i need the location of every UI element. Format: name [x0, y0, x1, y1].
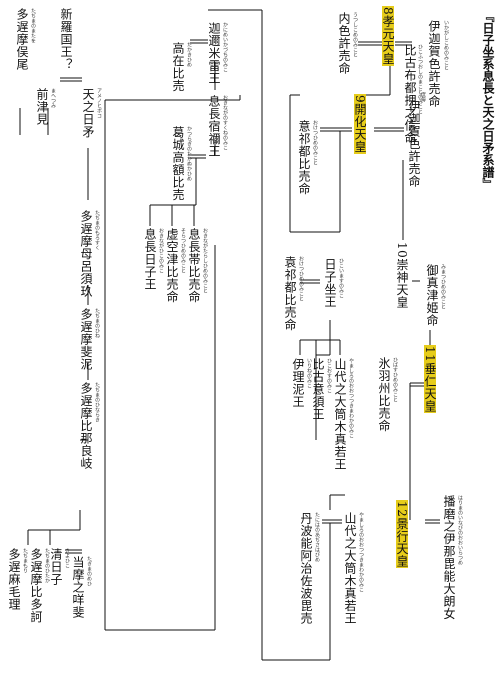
person-okeitsu: 意祁都比売命	[297, 120, 311, 195]
person-hikoimasu: 日子坐王	[323, 258, 337, 308]
ruby-hikotatasu: ひこおすのみこ	[326, 358, 332, 393]
person-takaki: 高在比売	[171, 42, 185, 92]
person-amenohiboko: 天之日矛	[81, 88, 95, 138]
person-kiyohiko: 清日子	[49, 548, 63, 586]
person-hikotatasu: 比古意須王	[311, 358, 325, 421]
person-tajimamamori: 多遅麻毛理	[7, 548, 21, 611]
person-hihasu: 氷羽州比売命	[377, 357, 391, 432]
person-okinagahiko: 息長日子王	[143, 228, 157, 291]
ruby-okinagahiko: おきながひこのみこ	[158, 228, 164, 273]
person-tajimamatano: 多遅摩俣尾	[15, 8, 29, 71]
ruby-kikai: おけつひめのみこと	[298, 256, 304, 301]
person-ikagashikome2: 伊迦賀色許売命	[407, 100, 421, 188]
person-iriyo: 伊理泥王	[291, 358, 305, 408]
ruby-tanba: たにはのあぢさはびめ	[314, 512, 320, 562]
person-hikofutsu: 比古布都押之信命	[403, 44, 417, 144]
ruby-hikofutsu: ひこふつおしのまことのみこと	[417, 44, 423, 114]
ruby-okinagatarashi: おきながたらしひめのみこと	[202, 228, 208, 293]
prefix-shobo: 庶母	[420, 92, 426, 102]
person-tagimahigou: 当摩之咩斐	[71, 556, 85, 619]
person-shiragi: 新羅国王？	[59, 8, 73, 71]
person-yamashiro1: 山代之大筒木真若王	[333, 358, 347, 471]
person-harima: 播磨之伊那毘能大朗女	[442, 495, 456, 620]
ruby-ikagashikome: いかがしこめのみこと	[443, 20, 449, 70]
person-yamashiro2: 山代之大筒木真若王	[343, 512, 357, 625]
emperor-keiko: 12景行天皇	[395, 500, 409, 569]
ruby-okeitsu: おけつひめのみこと	[312, 120, 318, 165]
person-okinagatarashi: 息長帯比売命	[187, 228, 201, 303]
ruby-harima: はりまのいなびのおおいらつめ	[457, 495, 463, 565]
ruby-utsushikome: うつしこめのみこと	[352, 12, 358, 57]
person-kikai: 袁祁都比売命	[283, 256, 297, 331]
person-tajimahinaraki: 多遅摩比那良岐	[79, 382, 93, 470]
person-tanba: 丹波能阿治佐波毘売	[299, 512, 313, 625]
person-tajimahitaka: 多遅摩比多訶	[29, 548, 43, 623]
emperor-sujin: 10崇神天皇	[395, 242, 409, 309]
person-tajimamorosuku: 多遅摩母呂須玖	[79, 210, 93, 298]
emperor-suinin: 11垂仁天皇	[423, 345, 437, 414]
ruby-hihasu: ひばすひめのみこと	[392, 357, 398, 402]
person-katsuragi: 葛城高額比売	[171, 126, 185, 201]
ruby-iriyo: いりねのみこ	[306, 358, 312, 388]
ruby-takaki: たかきひめ	[186, 42, 192, 67]
person-mimatsu: 御真津姫命	[425, 264, 439, 327]
person-sorautsu: 虚空津比売命	[165, 228, 179, 303]
person-ikagashikome: 伊迦賀色許売命	[427, 20, 441, 108]
person-utsushikome: 内色許売命	[337, 12, 351, 75]
ruby-mimatsu: みまつひめのみこと	[440, 264, 446, 309]
page-title: 『日子坐系息長と天之日矛系譜』	[481, 10, 495, 190]
ruby-amenohiboko: アメノヒボコ	[96, 88, 102, 118]
ruby-yamashiro2: やましろのおおつつきまわかのみこ	[358, 512, 364, 592]
person-maetsumi: 前津見	[35, 88, 49, 126]
person-okinagasukune: 息長宿禰王	[207, 95, 221, 158]
ruby-tajimamorosuku: たぢまのもろすく	[94, 210, 100, 250]
ruby-tajimamatano: たぢまのまたを	[30, 8, 36, 43]
ruby-sorautsu: そらつひめのみこと	[180, 228, 186, 273]
ruby-kiyohiko: きよひこ	[64, 548, 70, 568]
ruby-okinagasukune: おきながのすくねのみこ	[222, 95, 228, 150]
ruby-tajimahine: たぢまのひね	[94, 308, 100, 338]
person-tajimahine: 多遅摩斐泥	[79, 308, 93, 371]
ruby-hikoimasu: ひこいますのみこ	[338, 258, 344, 298]
ruby-yamashiro1: やましろのおおつつきまわかのみこ	[348, 358, 354, 438]
ruby-kanimetorai: かにめいかづちのみこ	[222, 22, 228, 72]
ruby-tagimahigou: たぎまのめひ	[86, 556, 92, 586]
emperor-kaika: 9開化天皇	[353, 94, 367, 155]
ruby-katsuragi: かつらぎのたかぬかひめ	[186, 126, 192, 181]
ruby-maetsumi: まへつみ	[50, 88, 56, 108]
emperor-kogen: 8孝元天皇	[381, 6, 395, 67]
ruby-tajimahitaka: たぢまのひたか	[44, 548, 50, 583]
person-kanimetorai: 迦邇米雷王	[207, 22, 221, 85]
ruby-tajimahinaraki: たぢまのひならき	[94, 382, 100, 422]
ruby-tajimamamori: たぢまもり	[22, 548, 28, 573]
